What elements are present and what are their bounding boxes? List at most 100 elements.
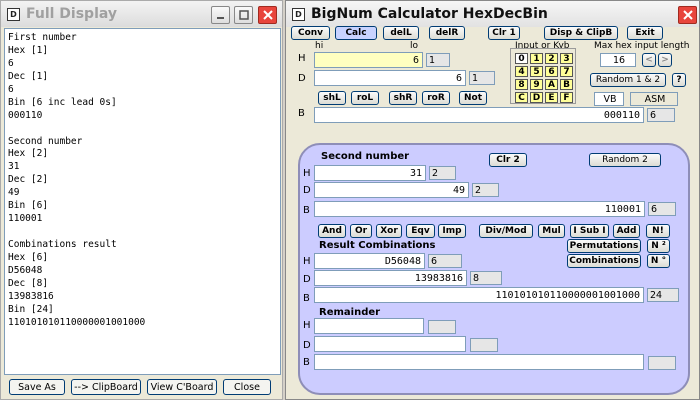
first-bin-label: B — [298, 108, 305, 119]
keypad-key-1[interactable]: 1 — [530, 53, 543, 64]
rotate-right-button[interactable]: roR — [422, 91, 450, 105]
result-hex-input[interactable]: D56048 — [314, 253, 425, 269]
clear-2-button[interactable]: Clr 2 — [489, 153, 527, 167]
combinations-button[interactable]: Combinations — [567, 254, 641, 268]
display-clipboard-button[interactable]: Disp & ClipB — [544, 26, 618, 40]
keypad-key-d[interactable]: D — [530, 92, 543, 103]
keypad-key-7[interactable]: 7 — [560, 66, 573, 77]
random-2-button[interactable]: Random 2 — [589, 153, 661, 167]
maximize-icon — [238, 10, 249, 20]
permutations-button[interactable]: Permutations — [567, 239, 641, 253]
result-dec-input[interactable]: 13983816 — [314, 270, 467, 286]
remainder-dec-count — [470, 338, 498, 352]
minimize-icon — [217, 16, 224, 19]
del-left-button[interactable]: delL — [383, 26, 419, 40]
remainder-bin-input[interactable] — [314, 354, 644, 370]
keypad-key-5[interactable]: 5 — [530, 66, 543, 77]
first-bin-input[interactable]: 000110 — [314, 107, 644, 123]
shift-left-button[interactable]: shL — [318, 91, 346, 105]
conv-button[interactable]: Conv — [291, 26, 330, 40]
del-right-button[interactable]: delR — [429, 26, 465, 40]
keypad-key-6[interactable]: 6 — [545, 66, 558, 77]
output-line: Dec [1] — [8, 70, 49, 82]
max-hex-decrease-button[interactable]: < — [642, 53, 656, 67]
hi-label: hi — [315, 41, 324, 51]
output-line: Dec [8] — [8, 277, 49, 289]
keypad-key-8[interactable]: 8 — [515, 79, 528, 90]
output-line: Bin [6 inc lead 0s] — [8, 96, 117, 108]
exit-button[interactable]: Exit — [627, 26, 663, 40]
close-window-button[interactable] — [678, 6, 697, 24]
to-clipboard-button[interactable]: --> ClipBoard — [71, 379, 141, 395]
and-button[interactable]: And — [318, 224, 346, 238]
remainder-dec-label: D — [303, 340, 311, 351]
asm-toggle[interactable]: ASM — [630, 92, 678, 106]
keypad-key-9[interactable]: 9 — [530, 79, 543, 90]
keypad-key-0[interactable]: 0 — [515, 53, 528, 64]
not-button[interactable]: Not — [459, 91, 487, 105]
div-mod-button[interactable]: Div/Mod — [479, 224, 533, 238]
first-hex-input[interactable]: 6 — [314, 52, 423, 68]
clear-1-button[interactable]: Clr 1 — [488, 26, 520, 40]
mul-button[interactable]: Mul — [538, 224, 565, 238]
keypad-key-a[interactable]: A — [545, 79, 558, 90]
shift-right-button[interactable]: shR — [389, 91, 417, 105]
vb-toggle[interactable]: VB — [594, 92, 624, 106]
second-hex-input[interactable]: 31 — [314, 165, 426, 181]
output-line — [8, 123, 277, 136]
chevron-right-icon: > — [661, 55, 669, 65]
eqv-button[interactable]: Eqv — [406, 224, 435, 238]
random-1-2-button[interactable]: Random 1 & 2 — [590, 73, 666, 87]
keypad-key-c[interactable]: C — [515, 92, 528, 103]
keypad-key-2[interactable]: 2 — [545, 53, 558, 64]
remainder-hex-count — [428, 320, 456, 334]
keypad-key-3[interactable]: 3 — [560, 53, 573, 64]
view-clipboard-button[interactable]: View C'Board — [147, 379, 217, 395]
second-dec-input[interactable]: 49 — [314, 182, 469, 198]
save-as-button[interactable]: Save As — [9, 379, 65, 395]
first-dec-input[interactable]: 6 — [314, 70, 466, 86]
keypad-key-b[interactable]: B — [560, 79, 573, 90]
factorial-button[interactable]: N! — [646, 224, 670, 238]
second-bin-input[interactable]: 110001 — [314, 201, 645, 217]
remainder-hex-input[interactable] — [314, 318, 424, 334]
sub-button[interactable]: I Sub I — [570, 224, 609, 238]
help-button[interactable]: ? — [672, 73, 686, 87]
result-bin-input[interactable]: 110101010110000001001000 — [314, 287, 644, 303]
result-bin-count: 24 — [647, 288, 679, 302]
keypad-key-4[interactable]: 4 — [515, 66, 528, 77]
or-button[interactable]: Or — [350, 224, 372, 238]
remainder-bin-label: B — [303, 357, 310, 368]
close-icon — [262, 10, 273, 20]
imp-button[interactable]: Imp — [438, 224, 466, 238]
rotate-left-button[interactable]: roL — [351, 91, 379, 105]
output-line: Hex [6] — [8, 251, 49, 263]
max-hex-increase-button[interactable]: > — [658, 53, 672, 67]
result-dec-label: D — [303, 274, 311, 285]
max-hex-label: Max hex input length — [594, 41, 690, 51]
xor-button[interactable]: Xor — [376, 224, 402, 238]
remainder-dec-input[interactable] — [314, 336, 466, 352]
first-hex-count: 1 — [426, 53, 450, 67]
n-squared-button[interactable]: N ² — [647, 239, 670, 253]
calc-button[interactable]: Calc — [335, 26, 377, 40]
second-number-title: Second number — [321, 151, 410, 162]
keypad-key-f[interactable]: F — [560, 92, 573, 103]
second-dec-label: D — [303, 185, 311, 196]
keypad-key-e[interactable]: E — [545, 92, 558, 103]
calculator-titlebar[interactable]: D BigNum Calculator HexDecBin — [286, 1, 699, 27]
close-button[interactable]: Close — [223, 379, 271, 395]
minimize-button[interactable] — [211, 6, 230, 24]
second-bin-count: 6 — [648, 202, 676, 216]
full-display-titlebar[interactable]: D Full Display — [1, 1, 282, 27]
second-hex-count: 2 — [429, 166, 456, 180]
add-button[interactable]: Add — [613, 224, 640, 238]
n-degree-button[interactable]: N ° — [647, 254, 670, 268]
output-line: Dec [2] — [8, 174, 49, 186]
output-line: 31 — [8, 161, 20, 173]
maximize-button[interactable] — [234, 6, 253, 24]
close-window-button[interactable] — [258, 6, 277, 24]
max-hex-length-input[interactable]: 16 — [600, 53, 636, 67]
